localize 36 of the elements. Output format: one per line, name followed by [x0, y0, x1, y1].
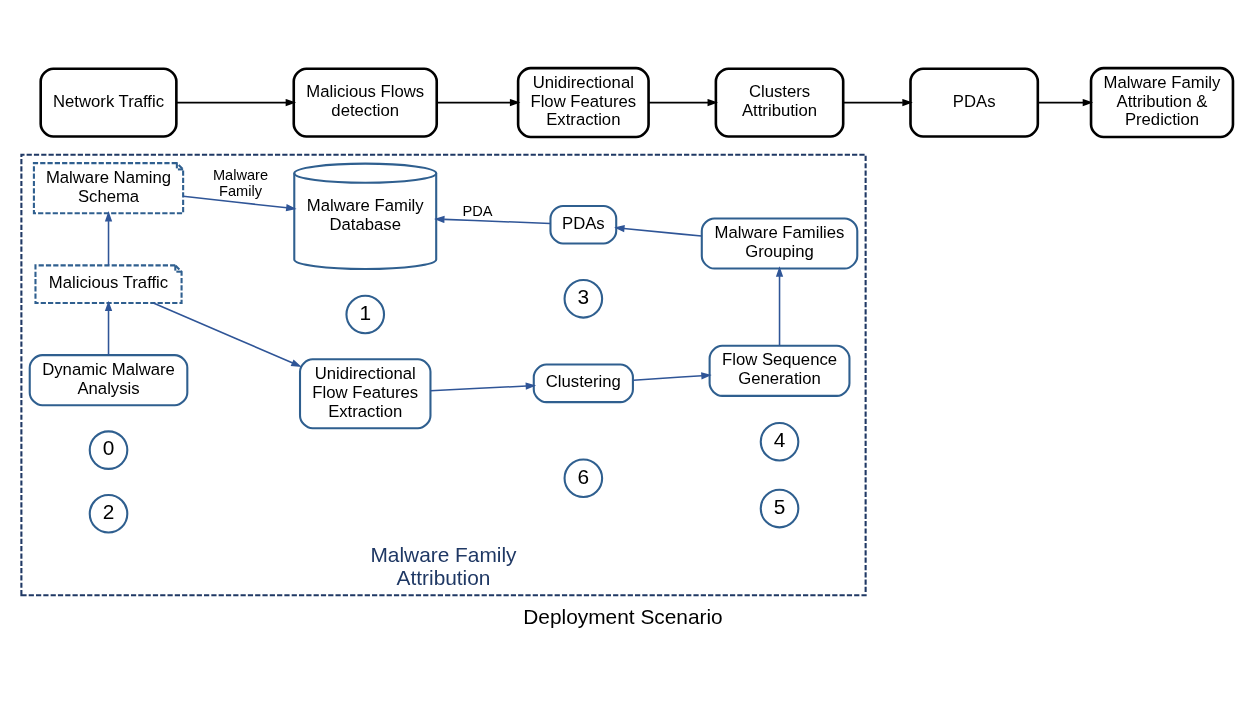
arrow	[842, 98, 913, 106]
node-box: Dynamic Malware Analysis	[28, 353, 189, 406]
node-box: Unidirectional Flow Features Extraction	[298, 357, 432, 429]
caption: Deployment Scenario	[523, 604, 723, 628]
arrow	[436, 98, 521, 106]
arrow	[775, 265, 784, 346]
arrow	[104, 300, 113, 356]
node-box: Malware Families Grouping	[700, 216, 859, 270]
node-circle: 1	[345, 294, 386, 334]
node-box: Clusters Attribution	[714, 66, 845, 138]
node-box: Network Traffic	[39, 66, 178, 138]
node-circle: 4	[759, 421, 800, 462]
arrow	[182, 195, 297, 211]
arrow	[614, 224, 703, 237]
arrow	[647, 98, 718, 106]
arrow	[632, 371, 712, 381]
node-box: Malware Family Attribution & Prediction	[1089, 66, 1235, 138]
node-box: Flow Sequence Generation	[708, 344, 851, 397]
edge-label: Malware Family	[212, 166, 269, 199]
node-box: Clustering	[532, 363, 634, 403]
arrow	[1037, 98, 1094, 106]
arrow	[175, 98, 297, 106]
arrow	[429, 381, 537, 391]
node-box: Unidirectional Flow Features Extraction	[516, 66, 650, 138]
arrow	[434, 215, 551, 224]
arrow	[104, 210, 113, 266]
node-circle: 2	[88, 493, 129, 534]
node-circle: 6	[563, 457, 604, 498]
node-circle: 0	[88, 429, 129, 470]
edge-label: PDA	[462, 202, 493, 219]
arrow	[152, 301, 302, 367]
node-box: PDAs	[549, 204, 618, 245]
node-circle: 3	[563, 278, 604, 319]
node-box: PDAs	[909, 66, 1040, 138]
node-circle: 5	[759, 488, 800, 528]
node-box: Malicious Flows detection	[292, 66, 439, 138]
